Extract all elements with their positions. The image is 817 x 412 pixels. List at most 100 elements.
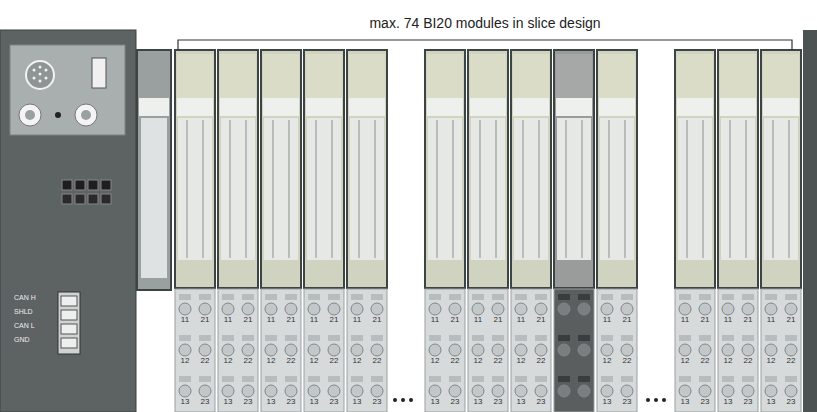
terminal-hole [535, 385, 547, 397]
terminal-hole [222, 303, 234, 315]
module-band [263, 98, 299, 116]
release-slot [679, 294, 691, 300]
gateway-housing [0, 30, 136, 412]
io-module [304, 50, 344, 412]
continuation-dot [646, 398, 650, 402]
module-groove [480, 120, 481, 258]
release-slot [535, 294, 547, 300]
terminal-hole [285, 303, 297, 315]
release-slot [371, 376, 383, 382]
terminal-hole [179, 344, 191, 356]
terminal-number: 13 [517, 397, 526, 406]
release-slot [179, 294, 191, 300]
terminal-number: 22 [330, 356, 339, 365]
terminal-hole [285, 385, 297, 397]
io-module [554, 50, 594, 412]
module-groove [789, 120, 790, 258]
terminal-number: 11 [310, 315, 318, 324]
terminal-number: 12 [181, 356, 190, 365]
release-slot [742, 376, 754, 382]
terminal-hole [578, 344, 590, 356]
terminal-number: 21 [494, 315, 503, 324]
terminal-hole [515, 385, 527, 397]
terminal-number: 22 [701, 356, 710, 365]
release-slot [265, 294, 277, 300]
release-slot [222, 376, 234, 382]
module-cap [599, 54, 635, 98]
terminal-hole [265, 385, 277, 397]
module-body [347, 50, 387, 288]
release-slot [578, 335, 590, 341]
release-slot [179, 335, 191, 341]
module-groove [746, 120, 747, 258]
terminal-hole [578, 303, 590, 315]
module-face [178, 118, 212, 260]
terminal-block [425, 289, 465, 412]
io-module [511, 50, 551, 412]
gateway-panel [10, 45, 125, 135]
terminal-hole [472, 385, 484, 397]
module-groove [273, 120, 274, 258]
io-module [597, 50, 637, 412]
release-slot [601, 294, 613, 300]
release-slot [351, 335, 363, 341]
terminal-hole [699, 303, 711, 315]
module-cap [263, 54, 299, 98]
terminal-number: 22 [787, 356, 796, 365]
terminal-hole [242, 344, 254, 356]
terminal-hole [765, 385, 777, 397]
terminal-number: 11 [603, 315, 611, 324]
terminal-hole [785, 385, 797, 397]
module-band [220, 98, 256, 116]
release-slot [535, 335, 547, 341]
module-groove [246, 120, 247, 258]
terminal-hole [429, 385, 441, 397]
release-slot [492, 294, 504, 300]
module-face [600, 118, 634, 260]
terminal-number: 23 [330, 397, 339, 406]
release-slot [179, 376, 191, 382]
terminal-number: 11 [474, 315, 482, 324]
module-cap [349, 54, 385, 98]
terminal-number: 11 [767, 315, 775, 324]
io-module [347, 50, 387, 412]
io-module [718, 50, 758, 412]
release-slot [308, 294, 320, 300]
module-cap [177, 54, 213, 98]
release-slot [492, 335, 504, 341]
terminal-hole [351, 344, 363, 356]
io-module [218, 50, 258, 412]
terminal-number: 12 [224, 356, 233, 365]
signal-name: GND [14, 336, 30, 344]
release-slot [242, 376, 254, 382]
release-slot [285, 376, 297, 382]
release-slot [558, 294, 570, 300]
terminal-number: 11 [353, 315, 361, 324]
power-module [137, 50, 171, 290]
module-groove [332, 120, 333, 258]
release-slot [578, 294, 590, 300]
release-slot [699, 335, 711, 341]
end-plate [803, 30, 817, 412]
module-groove [203, 120, 204, 258]
terminal-hole [328, 303, 340, 315]
module-body [425, 50, 465, 288]
terminal-block [218, 289, 258, 412]
terminal-hole [742, 303, 754, 315]
release-slot [328, 376, 340, 382]
release-slot [558, 376, 570, 382]
module-body [175, 50, 215, 288]
release-slot [679, 335, 691, 341]
release-slot [222, 294, 234, 300]
module-band [349, 98, 385, 116]
terminal-block [761, 289, 801, 412]
module-band [599, 98, 635, 116]
led [75, 180, 85, 190]
module-cap [677, 54, 713, 98]
terminal-number: 11 [431, 315, 439, 324]
screw-terminal [61, 296, 77, 306]
module-face [307, 118, 341, 260]
release-slot [785, 335, 797, 341]
release-slot [722, 376, 734, 382]
terminal-hole [679, 344, 691, 356]
